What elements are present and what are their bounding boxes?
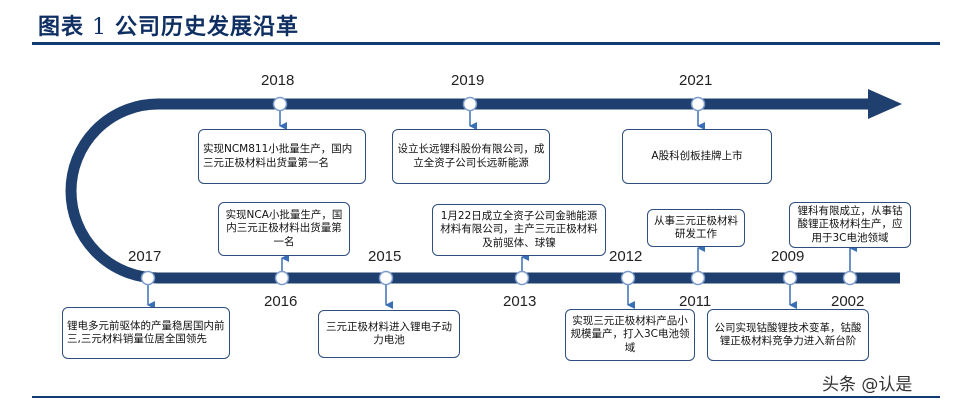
milestone-box-2013: 1月22日成立全资子公司金驰能源材料有限公司，主产三元正极材料及前驱体、球镍 (432, 204, 606, 256)
milestone-text-2017: 锂电多元前驱体的产量稳居国内前三,三元材料销量位居全国领先 (67, 319, 225, 346)
node-2016 (274, 270, 290, 286)
track-arrowhead (868, 89, 902, 119)
node-2021 (690, 96, 706, 112)
milestone-box-2002: 锂科有限成立，从事钴酸锂正极材料生产，应用于3C电池领域 (789, 202, 911, 248)
milestone-box-2019: 设立长远锂科股份有限公司，成立全资子公司长远新能源 (392, 129, 550, 184)
node-2012 (620, 270, 636, 286)
milestone-box-2018: 实现NCM811小批量生产，国内三元正极材料出货量第一名 (198, 129, 366, 184)
milestone-text-2019: 设立长远锂科股份有限公司，成立全资子公司长远新能源 (397, 143, 545, 169)
title-prefix: 图表 (38, 14, 85, 40)
year-label-2021: 2021 (679, 72, 713, 89)
year-label-2002: 2002 (831, 293, 865, 310)
milestone-box-2011: 从事三元正极材料研发工作 (647, 209, 745, 247)
milestone-text-2009: 公司实现钴酸锂技术变革，钴酸锂正极材料竞争力进入新台阶 (714, 321, 862, 348)
milestone-text-2016: 实现NCA小批量生产，国内三元正极材料出货量第一名 (225, 208, 343, 248)
year-label-2015: 2015 (368, 248, 402, 265)
milestone-box-2015: 三元正极材料进入锂电子动力电池 (318, 310, 460, 358)
node-2018 (272, 96, 288, 112)
node-2017 (140, 270, 156, 286)
title-text: 公司历史发展沿革 (115, 14, 300, 40)
footer-rule (32, 396, 940, 398)
header-rule (32, 42, 940, 45)
year-label-2016: 2016 (264, 293, 298, 310)
figure-title: 图表 1 公司历史发展沿革 (38, 9, 299, 41)
milestone-box-2021: A股科创板挂牌上市 (622, 129, 772, 184)
node-2009 (782, 270, 798, 286)
milestone-text-2011: 从事三元正极材料研发工作 (654, 214, 738, 241)
milestone-text-2012: 实现三元正极材料产品小规模量产，打入3C电池领域 (570, 314, 690, 354)
year-label-2019: 2019 (451, 72, 485, 89)
milestone-box-2017: 锂电多元前驱体的产量稳居国内前三,三元材料销量位居全国领先 (62, 307, 230, 359)
year-label-2017: 2017 (128, 248, 162, 265)
node-2013 (514, 270, 530, 286)
node-2002 (842, 270, 858, 286)
year-label-2012: 2012 (609, 248, 643, 265)
year-label-2011: 2011 (679, 293, 712, 310)
milestone-box-2009: 公司实现钴酸锂技术变革，钴酸锂正极材料竞争力进入新台阶 (707, 309, 869, 361)
year-label-2018: 2018 (261, 72, 295, 89)
node-2015 (378, 270, 394, 286)
year-label-2009: 2009 (771, 248, 805, 265)
title-number: 1 (92, 15, 108, 40)
node-2011 (690, 270, 706, 286)
milestone-text-2015: 三元正极材料进入锂电子动力电池 (326, 320, 452, 347)
milestone-box-2016: 实现NCA小批量生产，国内三元正极材料出货量第一名 (218, 202, 350, 256)
milestone-text-2013: 1月22日成立全资子公司金驰能源材料有限公司，主产三元正极材料及前驱体、球镍 (440, 209, 598, 249)
node-2019 (462, 96, 478, 112)
milestone-box-2012: 实现三元正极材料产品小规模量产，打入3C电池领域 (565, 309, 695, 361)
milestone-text-2018: 实现NCM811小批量生产，国内三元正极材料出货量第一名 (203, 143, 353, 169)
year-label-2013: 2013 (503, 293, 537, 310)
milestone-text-2021: A股科创板挂牌上市 (651, 149, 743, 162)
timeline-track (65, 98, 900, 284)
watermark: 头条 @认是 (822, 375, 913, 395)
milestone-text-2002: 锂科有限成立，从事钴酸锂正极材料生产，应用于3C电池领域 (797, 204, 903, 244)
